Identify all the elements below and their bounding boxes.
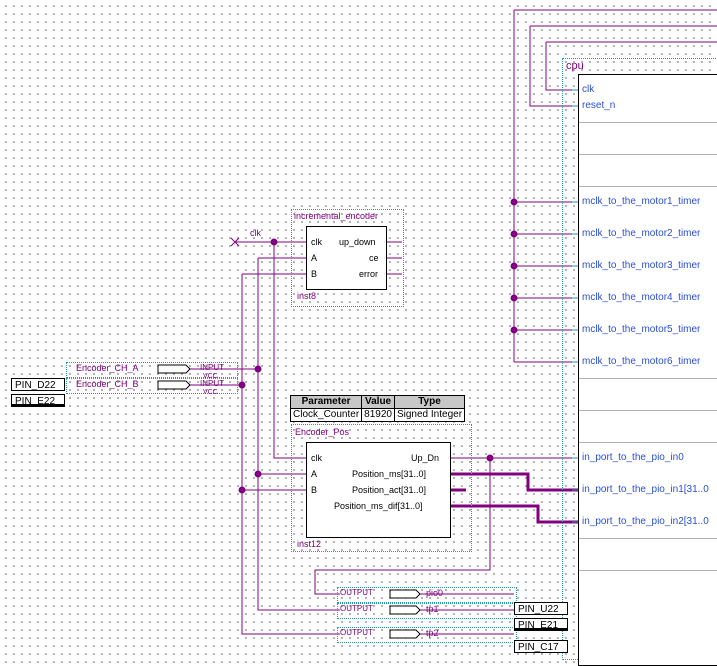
cpu-port-separator xyxy=(579,186,717,187)
encoder-pos-group-border xyxy=(291,424,472,552)
incremental-encoder-clk-net: clk xyxy=(250,228,261,238)
encoder-pos-port-clk: clk xyxy=(311,453,322,463)
incremental-encoder-port-b: B xyxy=(311,269,318,279)
pin-e22[interactable]: PIN_E22 xyxy=(11,394,65,407)
input-a-group-border xyxy=(66,362,238,378)
input-b-name: Encoder_CH_B xyxy=(76,379,139,389)
input-a-vcc: VCC xyxy=(203,373,218,380)
param-type[interactable]: Signed Integer xyxy=(393,408,466,422)
encoder-pos-block[interactable] xyxy=(306,442,451,538)
output-pio0-type: OUTPUT xyxy=(340,588,373,597)
incremental-encoder-block[interactable] xyxy=(306,226,387,290)
output-pio0-group-border xyxy=(337,587,517,603)
param-header-value: Value xyxy=(361,395,395,409)
cpu-port-separator xyxy=(579,410,717,411)
encoder-pos-port-position-ms-dif: Position_ms_dif[31..0] xyxy=(334,501,423,511)
encoder-pos-port-position-act: Position_act[31..0] xyxy=(352,485,427,495)
encoder-pos-title: Encoder_Pos xyxy=(295,427,350,437)
param-header-parameter: Parameter xyxy=(289,395,363,409)
encoder-pos-port-a: A xyxy=(311,469,318,479)
output-tp1-type: OUTPUT xyxy=(340,604,373,613)
pin-u22[interactable]: PIN_U22 xyxy=(514,602,568,615)
cpu-port-reset-n[interactable]: reset_n xyxy=(582,100,616,111)
output-tp2-name: tp2 xyxy=(426,628,439,638)
pin-c17[interactable]: PIN_C17 xyxy=(514,640,568,653)
param-value[interactable]: 81920 xyxy=(361,408,395,422)
cpu-port-mclk-motor5[interactable]: mclk_to_the_motor5_timer xyxy=(582,324,701,335)
input-b-type: INPUT xyxy=(200,379,224,388)
incremental-encoder-port-clk: clk xyxy=(311,237,322,247)
cpu-port-separator xyxy=(579,154,717,155)
pin-d22[interactable]: PIN_D22 xyxy=(11,378,65,391)
cpu-port-pio-in1[interactable]: in_port_to_the_pio_in1[31..0 xyxy=(582,484,709,495)
cpu-port-mclk-motor2[interactable]: mclk_to_the_motor2_timer xyxy=(582,228,701,239)
incremental-encoder-instance: inst8 xyxy=(297,291,317,301)
input-a-name: Encoder_CH_A xyxy=(76,363,139,373)
pin-e21[interactable]: PIN_E21 xyxy=(514,618,568,631)
encoder-pos-port-b: B xyxy=(311,485,318,495)
cpu-port-separator xyxy=(579,378,717,379)
cpu-port-separator xyxy=(579,442,717,443)
cpu-port-separator xyxy=(579,122,717,123)
output-tp2-type: OUTPUT xyxy=(340,628,373,637)
cpu-port-mclk-motor4[interactable]: mclk_to_the_motor4_timer xyxy=(582,292,701,303)
output-tp1-name: tp1 xyxy=(426,604,439,614)
wires-layer xyxy=(157,9,717,639)
input-b-vcc: VCC xyxy=(203,389,218,396)
param-name[interactable]: Clock_Counter xyxy=(289,408,363,422)
cpu-port-clk[interactable]: clk xyxy=(582,84,595,95)
param-header-type: Type xyxy=(393,395,466,409)
cpu-port-pio-in2[interactable]: in_port_to_the_pio_in2[31..0 xyxy=(582,516,709,527)
incremental-encoder-group-border xyxy=(291,209,404,307)
cpu-title: cpu xyxy=(566,60,584,72)
incremental-encoder-port-ce: ce xyxy=(369,253,379,263)
cpu-port-mclk-motor3[interactable]: mclk_to_the_motor3_timer xyxy=(582,260,701,271)
output-pio0-name: pio0 xyxy=(426,588,444,598)
output-tp2-group-border xyxy=(337,627,517,643)
parameter-table: Parameter Value Type Clock_Counter 81920… xyxy=(289,395,466,422)
cpu-port-mclk-motor6[interactable]: mclk_to_the_motor6_timer xyxy=(582,356,701,367)
incremental-encoder-port-a: A xyxy=(311,253,318,263)
input-b-group-border xyxy=(66,378,238,394)
cpu-port-separator xyxy=(579,538,717,539)
cpu-port-separator xyxy=(579,570,717,571)
incremental-encoder-title: incremental_encoder xyxy=(294,211,379,221)
encoder-pos-port-up-dn: Up_Dn xyxy=(411,453,440,463)
input-a-type: INPUT xyxy=(200,363,224,372)
encoder-pos-instance: inst12 xyxy=(297,539,322,549)
encoder-pos-port-position-ms: Position_ms[31..0] xyxy=(352,469,427,479)
incremental-encoder-port-up-down: up_down xyxy=(339,237,376,247)
incremental-encoder-port-error: error xyxy=(359,269,379,279)
cpu-port-pio-in0[interactable]: in_port_to_the_pio_in0 xyxy=(582,452,684,463)
cpu-port-mclk-motor1[interactable]: mclk_to_the_motor1_timer xyxy=(582,196,701,207)
cpu-block[interactable] xyxy=(578,74,717,666)
